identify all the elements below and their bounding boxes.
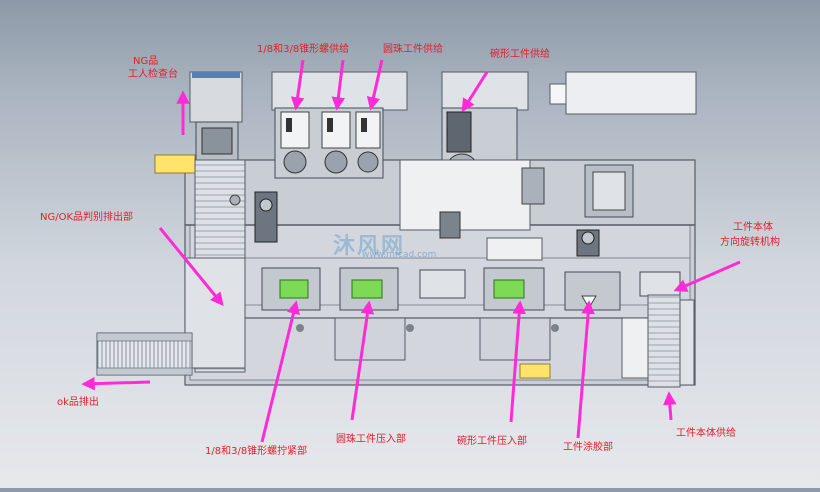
- annotation-arrows: [81, 59, 741, 443]
- label-ng-check-line1: NG品: [133, 56, 159, 67]
- ok-output-conveyor: [96, 332, 193, 376]
- ng-check-station: [184, 71, 246, 373]
- arrow-ng-ok-sort: [158, 227, 224, 307]
- label-screw-tighten: 1/8和3/8锥形螺拧紧部: [205, 446, 308, 457]
- label-ng-ok-sort: NG/OK品判别排出部: [40, 212, 134, 223]
- label-body-rotate-line1: 工件本体: [733, 222, 773, 233]
- right-motor-block: [549, 71, 697, 218]
- watermark-brand: 沐风网: [333, 234, 406, 259]
- label-bead-supply: 圆珠工件供给: [383, 44, 443, 55]
- arrow-screw-supply-1: [290, 59, 305, 111]
- label-screw-supply: 1/8和3/8锥形螺供给: [257, 44, 350, 55]
- label-ok-output: ok品排出: [57, 397, 99, 408]
- arrow-body-rotate: [673, 260, 741, 292]
- press-stations: [261, 267, 681, 361]
- arrow-bead-supply: [366, 59, 384, 111]
- label-bowl-press: 碗形工件压入部: [457, 436, 527, 447]
- watermark-url: www.mfcad.com: [362, 250, 437, 260]
- arrow-ok-output: [81, 376, 151, 391]
- body-supply-conveyor: [621, 294, 695, 388]
- arrow-bead-press: [350, 300, 375, 421]
- central-block: [399, 159, 545, 261]
- label-body-supply: 工件本体供给: [676, 428, 736, 439]
- arrow-screw-supply-2: [331, 59, 346, 111]
- arrow-body-supply: [663, 391, 677, 421]
- label-bead-press: 圆珠工件压入部: [336, 434, 406, 445]
- arrow-bowl-supply: [461, 71, 489, 113]
- arrow-bowl-press: [509, 300, 526, 423]
- robot-arms: [254, 191, 600, 257]
- label-ng-check-line2: 工人检查台: [128, 69, 178, 80]
- label-glue-coating: 工件涂胶部: [563, 442, 613, 453]
- arrow-glue-coating: [576, 300, 595, 439]
- label-body-rotate-line2: 方向旋转机构: [720, 237, 780, 248]
- label-bowl-supply: 碗形工件供给: [490, 49, 550, 60]
- arrow-screw-tighten: [260, 300, 300, 443]
